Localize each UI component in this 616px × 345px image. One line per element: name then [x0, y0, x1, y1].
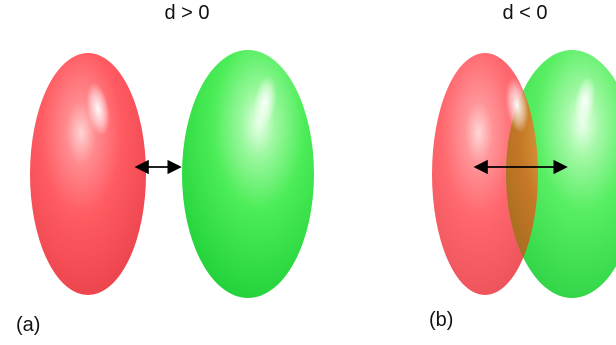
panel-a: d > 0 (a) — [16, 2, 314, 336]
panel-b-title: d < 0 — [502, 2, 547, 24]
green-highlight-b — [574, 76, 596, 126]
panel-a-label: (a) — [16, 314, 40, 336]
red-ellipsoid-a — [30, 53, 146, 295]
panel-a-title: d > 0 — [164, 2, 209, 24]
green-ellipsoid-a — [182, 50, 314, 298]
orange-highlight-b — [505, 77, 529, 133]
green-highlight-a — [253, 75, 277, 129]
panel-b: d < 0 (b) — [429, 2, 616, 331]
panel-b-label: (b) — [429, 309, 453, 331]
red-highlight-a — [86, 82, 110, 136]
